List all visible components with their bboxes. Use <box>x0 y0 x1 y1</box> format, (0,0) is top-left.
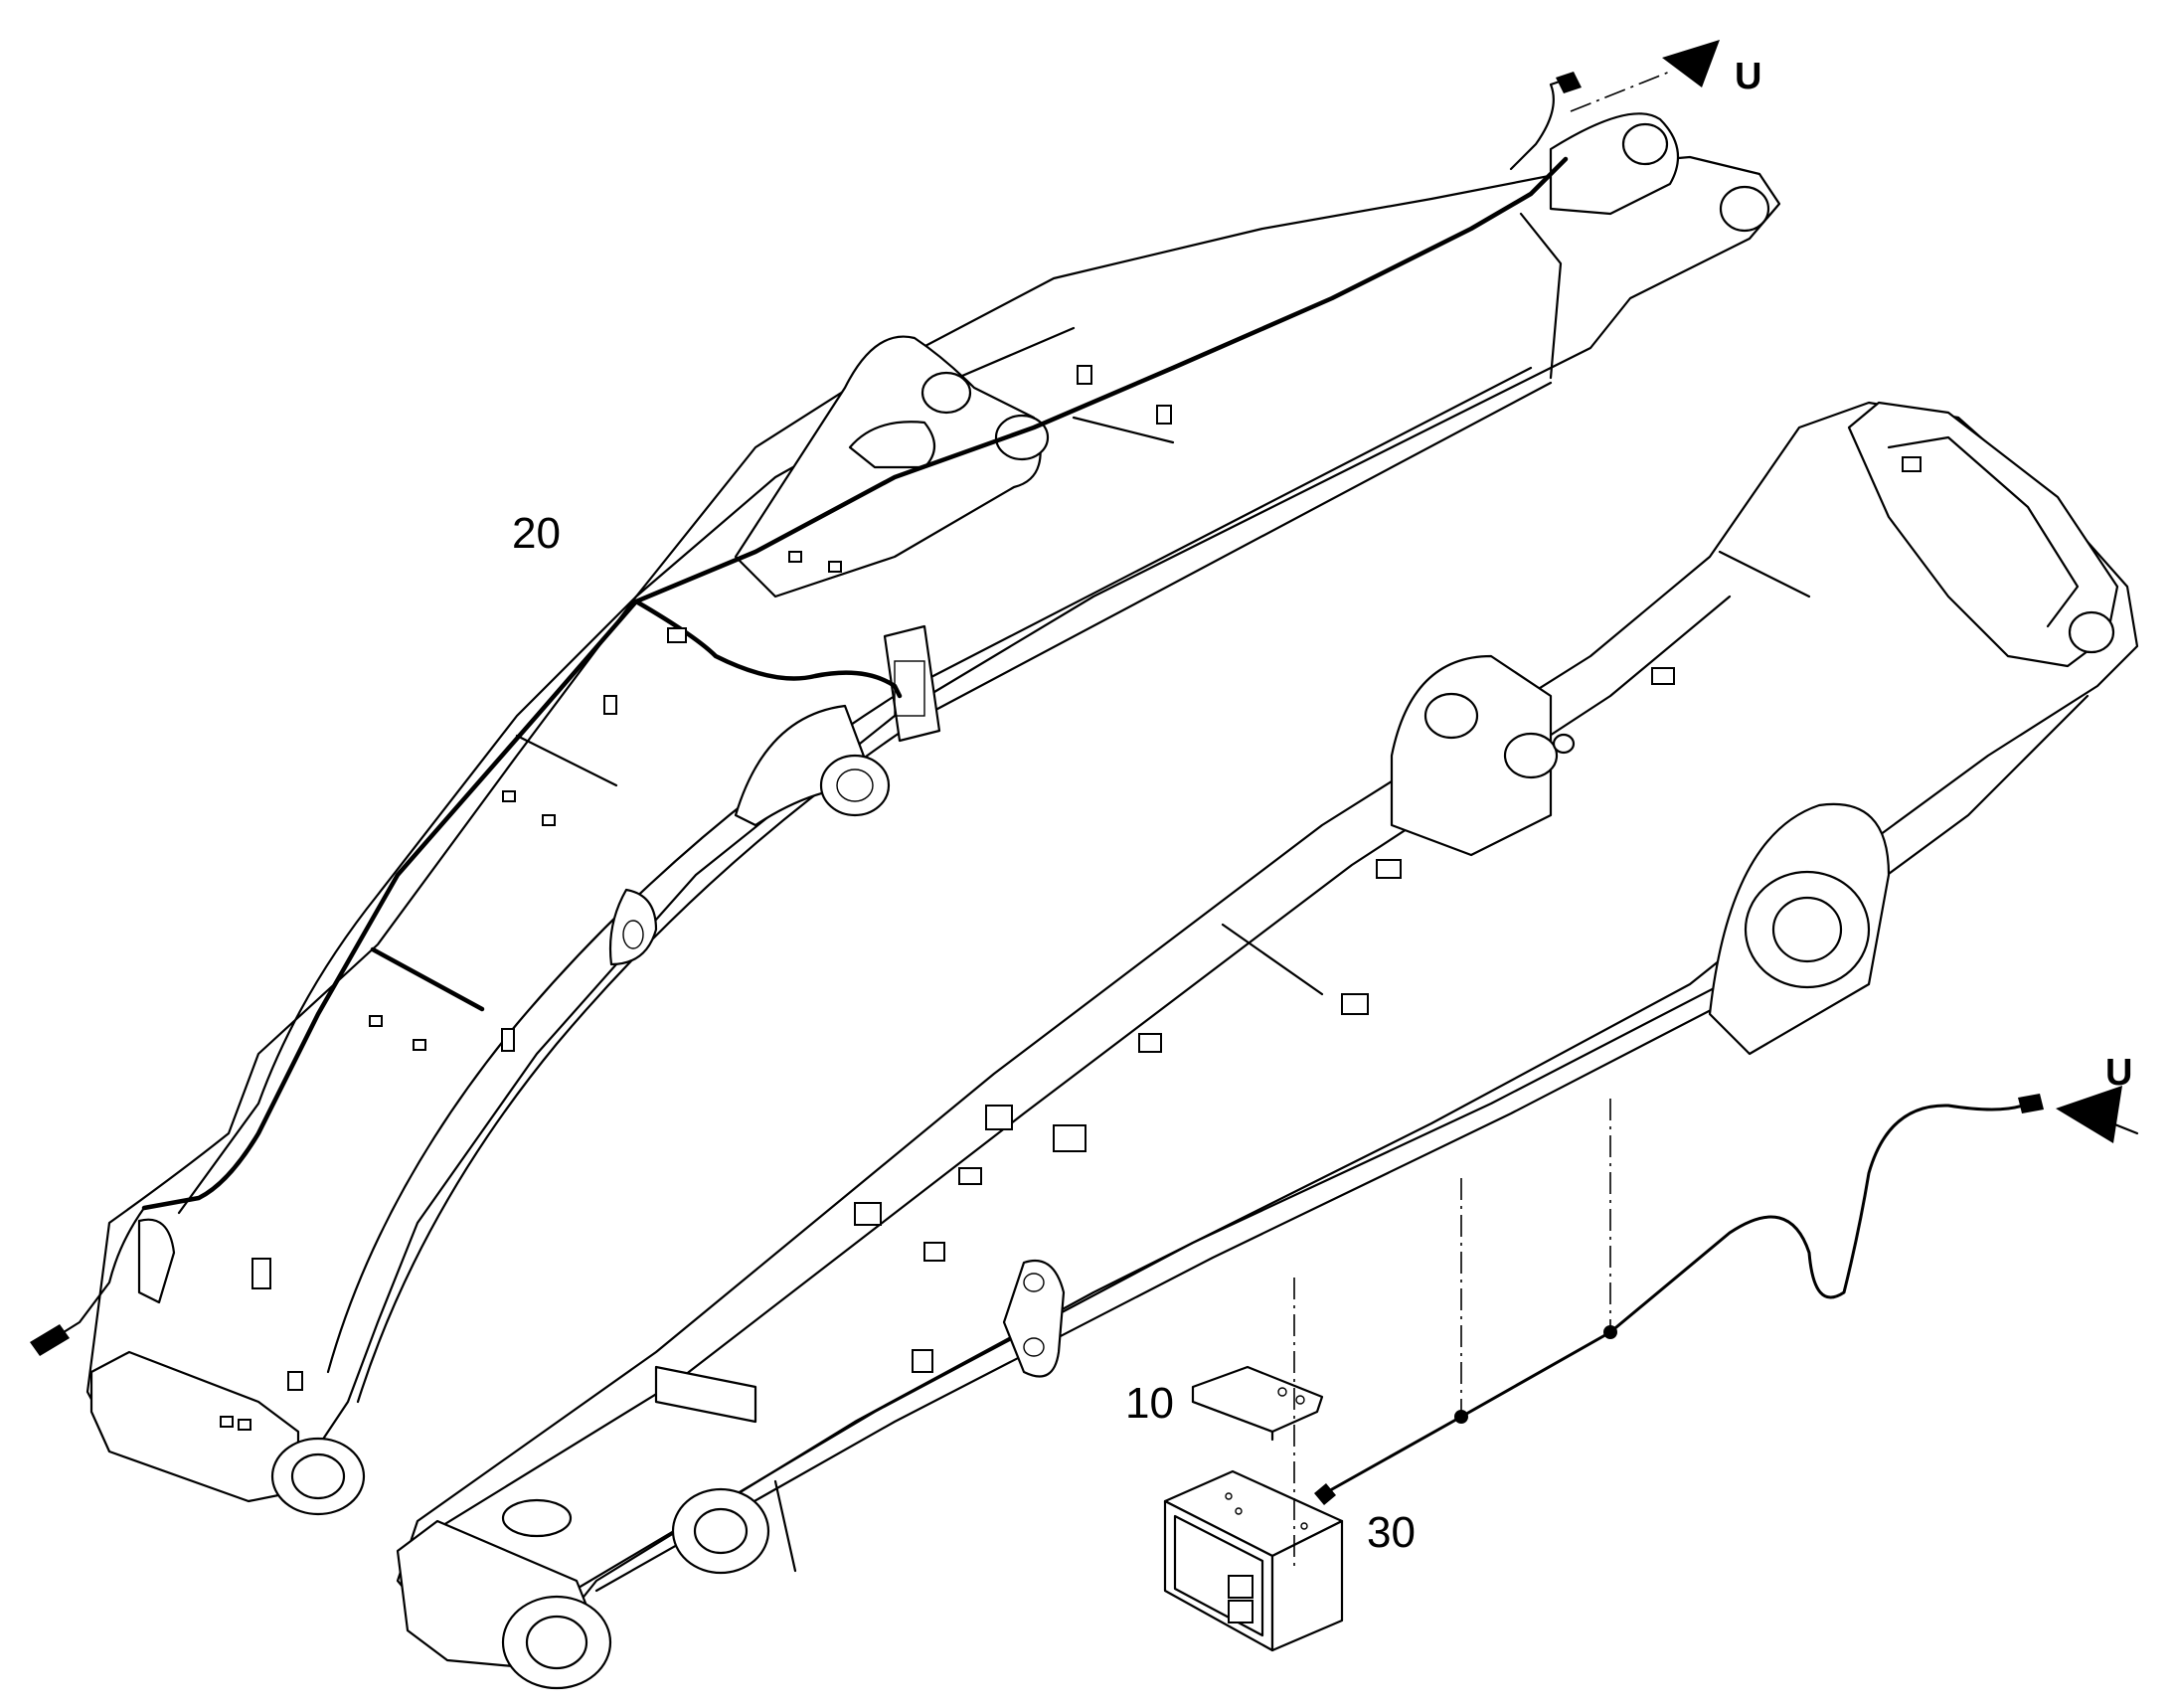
boom-lug-hole-2 <box>1503 732 1559 779</box>
junction-box-connector-2 <box>1228 1600 1254 1623</box>
assembly-alignment-lines <box>1293 71 1671 1566</box>
arm-weld-line-3 <box>515 734 618 787</box>
arm-harness-branch <box>633 598 903 699</box>
arm-tip-pin-hole <box>1621 122 1669 166</box>
arm-weld-line-4 <box>370 946 485 1012</box>
direction-arrow-right <box>2056 1086 2139 1143</box>
junction-box-side <box>1270 1519 1344 1652</box>
boom-rear-frame-inner <box>1887 435 2080 628</box>
callout-10: 10 <box>1125 1379 1174 1428</box>
cable-harness <box>1314 1094 2044 1505</box>
arm-top-flange <box>177 326 1076 1215</box>
boom-weld-line-1 <box>1221 923 1324 996</box>
arm-foot-pin-hole <box>290 1452 346 1500</box>
harness-end-connector <box>2018 1094 2044 1113</box>
arm-lug-plate <box>848 421 936 469</box>
direction-arrow-top <box>1662 40 1720 87</box>
boom-underside <box>555 694 2089 1603</box>
harness-box-connector <box>1314 1483 1336 1505</box>
arm-weld-line-1 <box>1519 212 1563 380</box>
boom-rear-pin-hole <box>2068 610 2115 654</box>
boom-foot-side-hole <box>693 1507 749 1555</box>
junction-box-30 <box>1163 1469 1344 1652</box>
arm-lifting-eye-hole <box>622 920 644 949</box>
mounting-plate-10 <box>1191 1365 1324 1442</box>
arm-assembly <box>30 72 1781 1516</box>
arm-lifting-eye <box>608 888 658 966</box>
boom-foot-pad-plate <box>501 1498 573 1538</box>
callout-30: 30 <box>1367 1508 1416 1557</box>
boom-underside-2 <box>594 962 1801 1593</box>
arm-side-pin-hole <box>836 769 874 802</box>
boom-top-edge <box>416 595 1732 1543</box>
direction-u-top: U <box>1735 56 1762 97</box>
boom-dogbone-hole-2 <box>1023 1337 1045 1357</box>
arm-base-lead <box>46 1206 146 1344</box>
arm-base-connector <box>30 1324 70 1356</box>
boom-weld-line-3 <box>773 1479 797 1573</box>
boom-dogbone-bracket <box>1002 1259 1066 1378</box>
arm-harness-cable <box>141 156 1569 1211</box>
boom-foot-pin-hole <box>525 1615 588 1670</box>
arm-weld-line-2 <box>1072 416 1175 444</box>
boom-mounting-bar <box>654 1365 757 1424</box>
arm-tip-pin-hole-2 <box>1719 185 1770 233</box>
boom-dogbone-hole-1 <box>1023 1273 1045 1292</box>
arm-mounting-pads <box>220 365 1172 1431</box>
boom-weld-line-2 <box>1718 550 1811 598</box>
boom-side-pin-hole <box>1771 896 1843 963</box>
arm-lug-pin-hole <box>920 371 972 415</box>
arm-crescent-guard <box>734 704 877 827</box>
direction-u-right: U <box>2105 1052 2133 1094</box>
arm-harness-tip-lead <box>1509 78 1568 171</box>
junction-box-front-recess <box>1173 1514 1264 1637</box>
arm-side-pin-boss <box>819 754 891 817</box>
harness-clip-2 <box>1603 1325 1617 1339</box>
harness-cable <box>1320 1104 2025 1498</box>
callout-20: 20 <box>512 509 561 558</box>
boom-lug-grease-fitting <box>1552 733 1576 755</box>
boom-assembly <box>396 401 2139 1690</box>
arm-sensor-bracket <box>137 1218 176 1304</box>
junction-box-connector <box>1228 1575 1254 1599</box>
arm-tip-connector <box>1556 72 1582 93</box>
boom-mounting-pads <box>854 456 1922 1373</box>
boom-lug-hole-1 <box>1423 692 1479 740</box>
